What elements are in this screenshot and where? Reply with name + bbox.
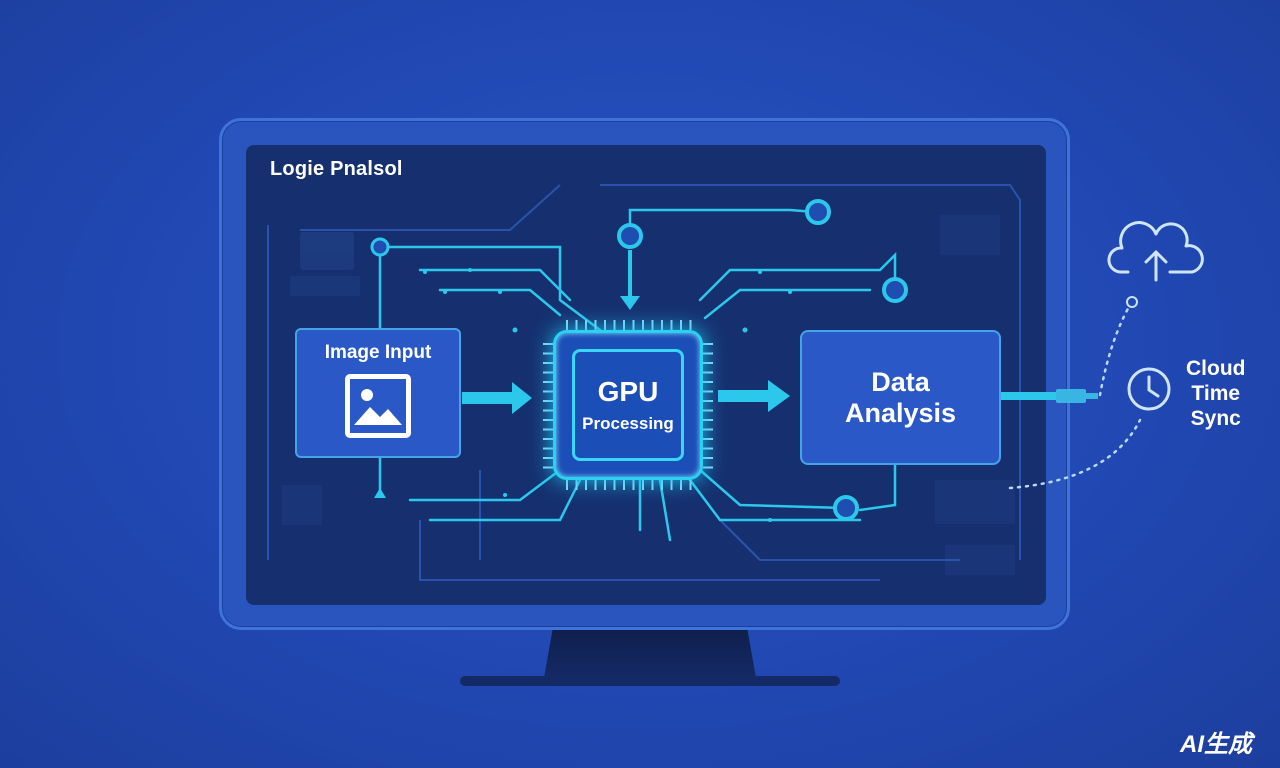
flow-arrows <box>462 250 1098 414</box>
sync-line-3: Sync <box>1190 407 1241 430</box>
ai-generated-watermark: AI生成 <box>1180 731 1252 758</box>
processing-label: Processing <box>582 414 674 433</box>
board-title: Logie Pnalsol <box>270 158 403 180</box>
background-modules <box>282 215 1015 575</box>
image-input-node: Image Input <box>295 328 461 458</box>
image-input-label: Image Input <box>324 342 432 363</box>
trace-junctions <box>370 199 908 521</box>
gpu-processing-node: GPU Processing <box>553 330 703 480</box>
sync-line-1: Cloud <box>1186 357 1246 380</box>
chip-icon: GPU Processing <box>572 349 684 461</box>
clock-icon <box>1127 367 1171 411</box>
image-icon <box>345 374 411 438</box>
sync-line-2: Time <box>1191 382 1241 405</box>
analysis-label: Analysis <box>844 397 957 428</box>
cloud-upload-icon <box>1107 221 1204 282</box>
monitor-base <box>460 676 840 686</box>
monitor-stand <box>544 630 756 678</box>
chip-pins <box>543 320 713 490</box>
data-label: Data <box>871 366 930 397</box>
data-analysis-node: Data Analysis <box>800 330 1001 465</box>
gpu-label: GPU <box>597 376 659 407</box>
cloud-time-sync-label: Cloud Time Sync <box>1186 356 1245 431</box>
